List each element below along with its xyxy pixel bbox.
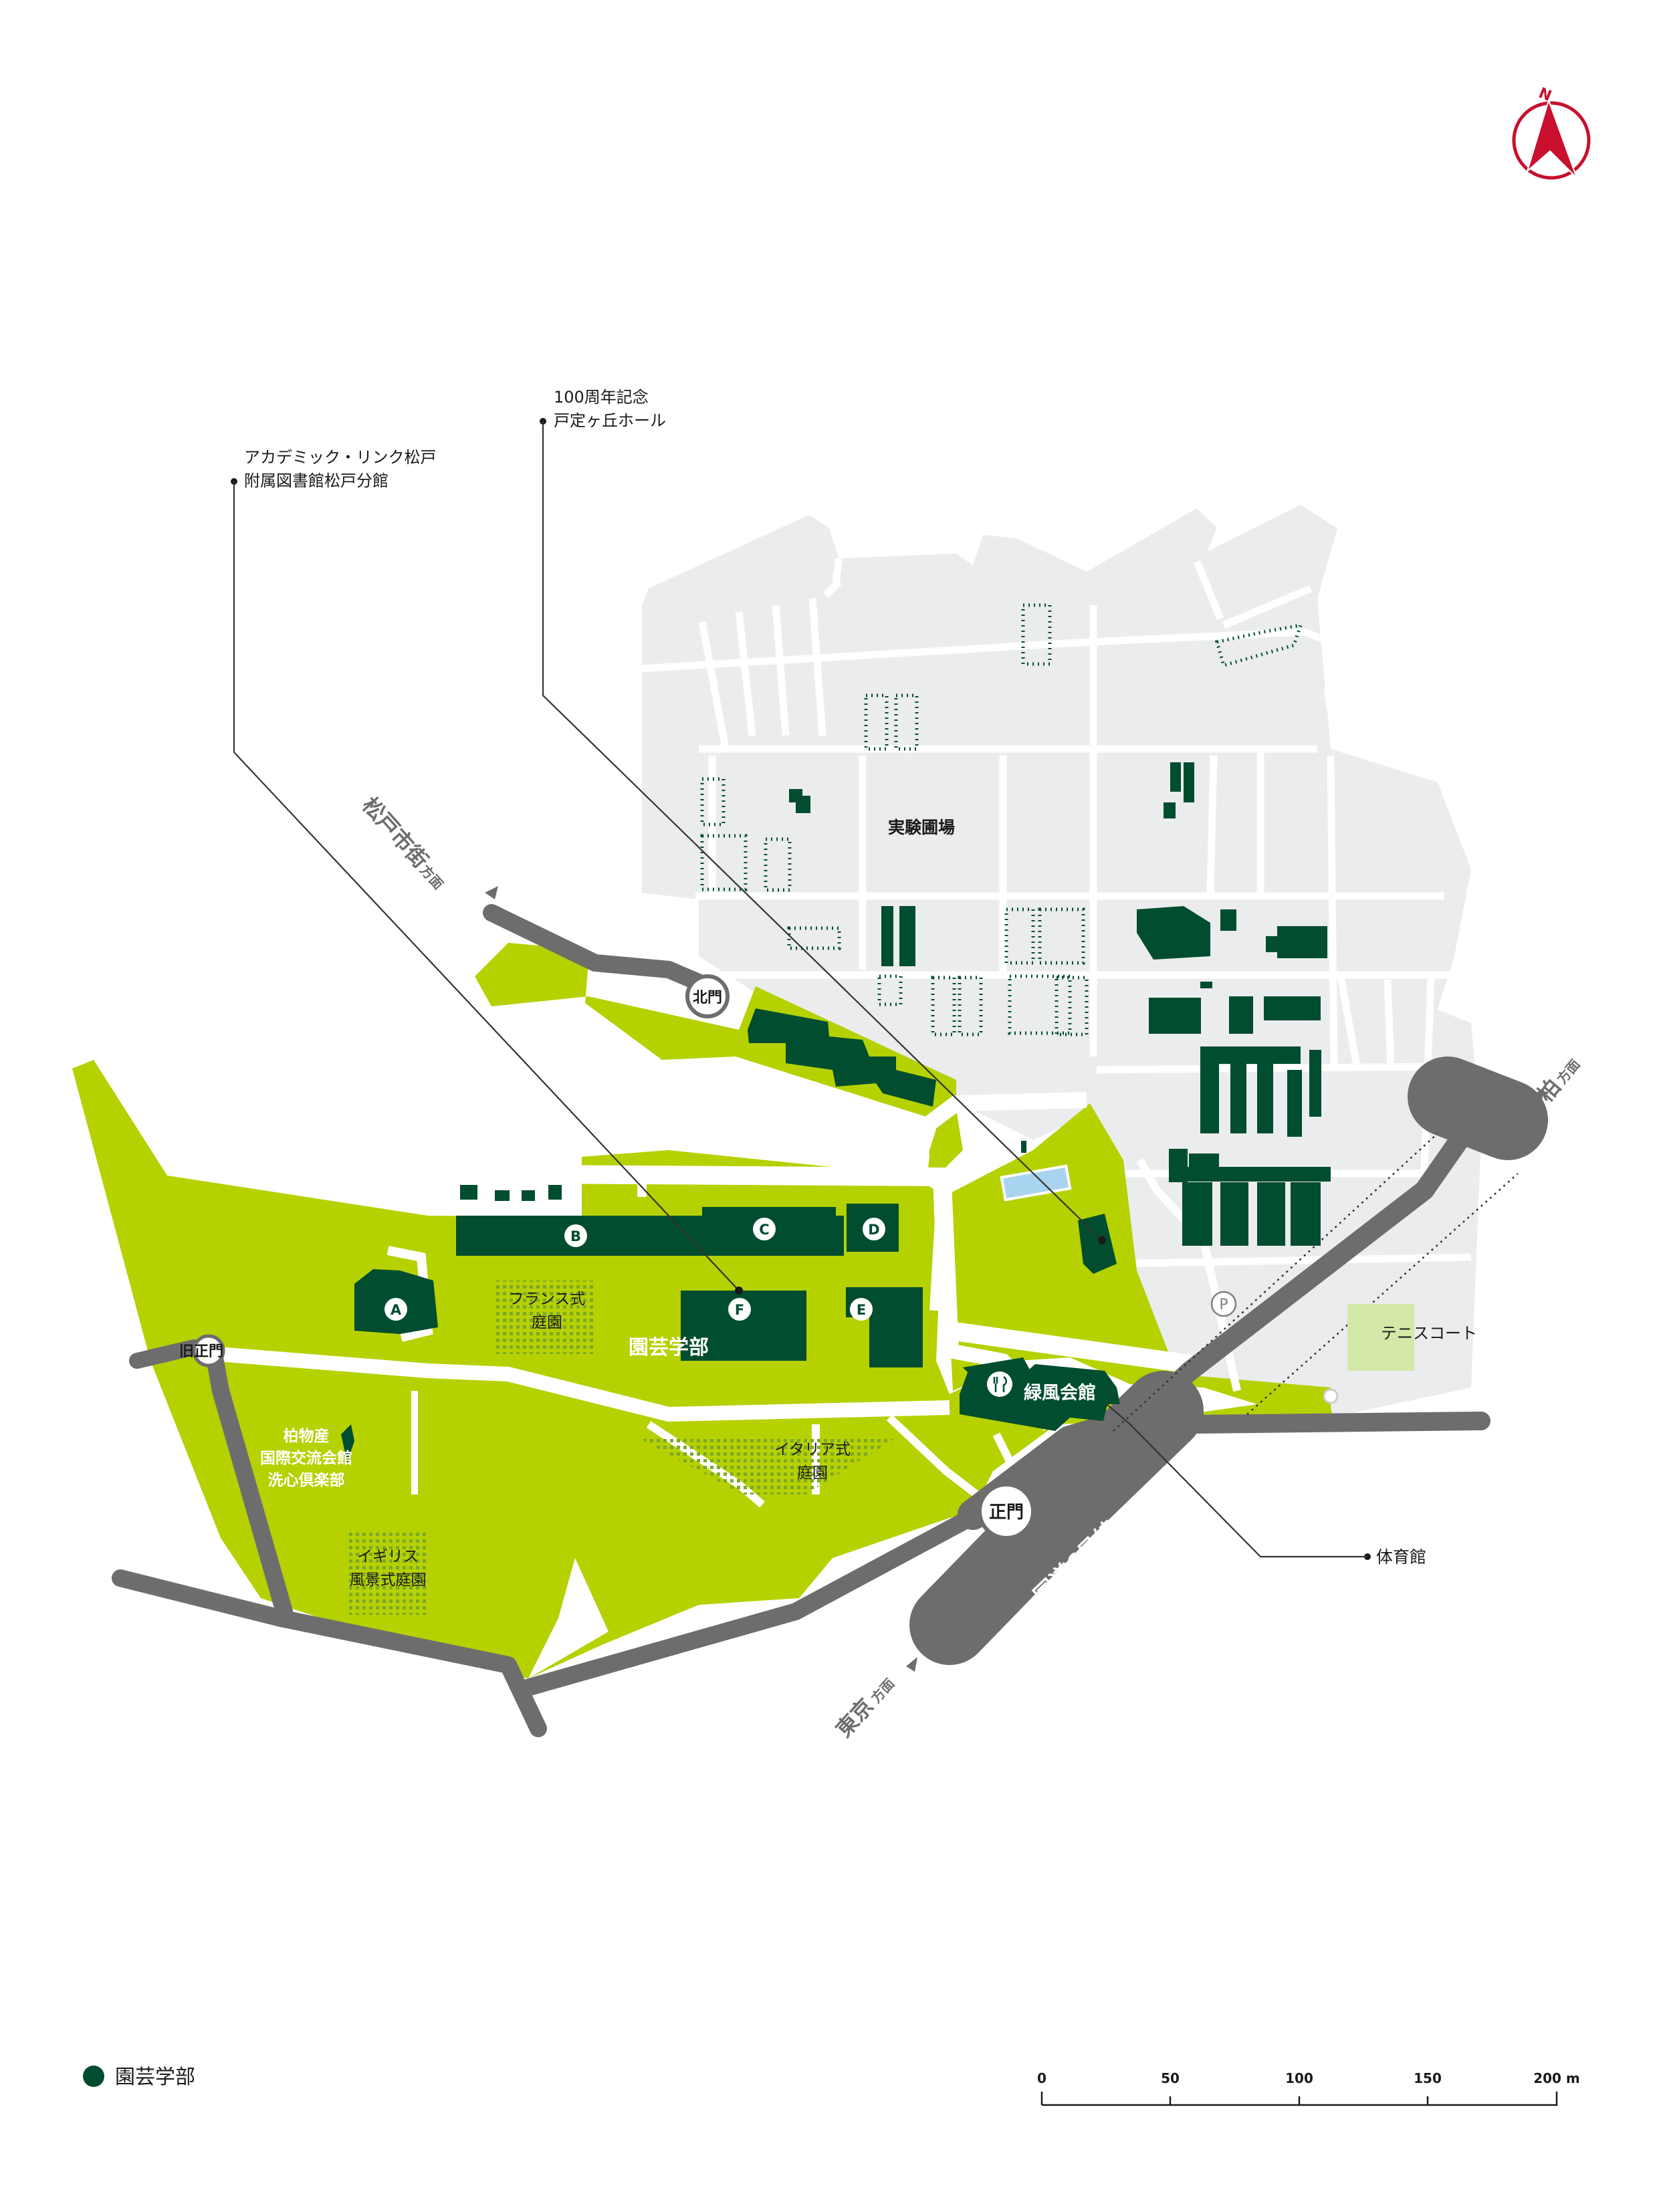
label-english-garden-line2: 風景式庭園 xyxy=(350,1571,427,1589)
label-english-garden-line1: イギリス xyxy=(357,1548,419,1565)
direction-matsudo: 松戸市街 方面 xyxy=(357,792,447,893)
label-french-garden-line1: フランス式 xyxy=(509,1291,586,1308)
callout-academic-link-line1: アカデミック・リンク松戸 xyxy=(244,448,437,467)
label-intl-exchange-line3: 洗心倶楽部 xyxy=(268,1471,345,1489)
svg-text:E: E xyxy=(857,1302,866,1318)
garden-patterns xyxy=(348,1281,1414,1615)
parking-symbol: P xyxy=(1219,1297,1228,1313)
scale-tick-0: 0 xyxy=(1037,2070,1046,2086)
scale-tick-100: 100 xyxy=(1285,2070,1313,2086)
svg-text:F: F xyxy=(735,1302,744,1318)
label-italian-garden-line1: イタリア式 xyxy=(774,1441,851,1458)
label-faculty: 園芸学部 xyxy=(629,1336,709,1359)
label-ryokufu-hall: 緑風会館 xyxy=(1024,1382,1096,1404)
building-marker-f: F xyxy=(728,1298,751,1321)
label-french-garden-line2: 庭園 xyxy=(532,1314,562,1331)
gate-old-main-label: 旧正門 xyxy=(179,1343,223,1360)
legend: 園芸学部 xyxy=(83,2066,195,2089)
building-marker-d: D xyxy=(863,1218,885,1240)
scale-tick-150: 150 xyxy=(1414,2070,1442,2086)
pool-marker xyxy=(1021,1141,1026,1153)
roads xyxy=(112,904,1548,1737)
restaurant-icon xyxy=(987,1371,1012,1397)
label-tennis-court: テニスコート xyxy=(1381,1324,1477,1343)
callout-academic-link-line2: 附属図書館松戸分館 xyxy=(244,471,389,490)
building-marker-a: A xyxy=(384,1298,407,1321)
direction-tokyo-main: 東京 xyxy=(831,1693,879,1742)
farm-buildings xyxy=(789,762,1331,1274)
svg-text:A: A xyxy=(391,1302,402,1318)
gate-north: 北門 xyxy=(685,974,730,1018)
gate-main-label: 正門 xyxy=(989,1503,1024,1523)
callout-gym: 体育館 xyxy=(1376,1547,1426,1567)
north-arrow-icon xyxy=(1526,98,1577,179)
building-marker-e: E xyxy=(850,1298,873,1321)
gate-main: 正門 xyxy=(978,1482,1035,1540)
svg-text:B: B xyxy=(570,1228,581,1244)
legend-label: 園芸学部 xyxy=(115,2066,195,2089)
callout-centennial-hall-line2: 戸定ヶ丘ホール xyxy=(554,411,666,430)
direction-tokyo-suffix: 方面 xyxy=(868,1676,898,1706)
arrow-tokyo-icon xyxy=(906,1657,917,1672)
label-experimental-farm: 実験圃場 xyxy=(888,818,955,837)
arrow-matsudo-icon xyxy=(485,886,498,899)
small-marker xyxy=(1323,1388,1339,1404)
arrow-kashiwa-icon xyxy=(1531,1087,1545,1103)
scale-tick-50: 50 xyxy=(1161,2070,1180,2086)
gate-old-main: 旧正門 xyxy=(179,1334,225,1367)
leader-lines xyxy=(231,418,1371,1560)
building-marker-b: B xyxy=(564,1224,587,1247)
legend-swatch xyxy=(83,2066,104,2087)
building-marker-c: C xyxy=(753,1218,776,1240)
building-markers: A B C D E F xyxy=(384,1218,885,1321)
scale-bar: 0 50 100 150 200 m xyxy=(1037,2070,1580,2106)
label-intl-exchange-line1: 柏物産 xyxy=(284,1427,330,1445)
direction-matsudo-main: 松戸市街 xyxy=(357,792,433,873)
pool xyxy=(1000,1164,1072,1202)
direction-kashiwa-suffix: 方面 xyxy=(1554,1057,1583,1087)
scale-tick-200: 200 m xyxy=(1533,2070,1580,2086)
farm-plots xyxy=(700,603,1303,1036)
svg-text:D: D xyxy=(868,1222,879,1238)
gate-north-label: 北門 xyxy=(693,990,722,1006)
svg-text:C: C xyxy=(759,1222,769,1238)
compass: N xyxy=(1512,85,1591,180)
label-intl-exchange-line2: 国際交流会館 xyxy=(260,1449,352,1467)
callout-centennial-hall-line1: 100周年記念 xyxy=(554,388,649,407)
label-italian-garden-line2: 庭園 xyxy=(797,1464,828,1482)
parking-icon: P xyxy=(1210,1291,1237,1317)
direction-tokyo: 東京 方面 xyxy=(831,1676,898,1743)
